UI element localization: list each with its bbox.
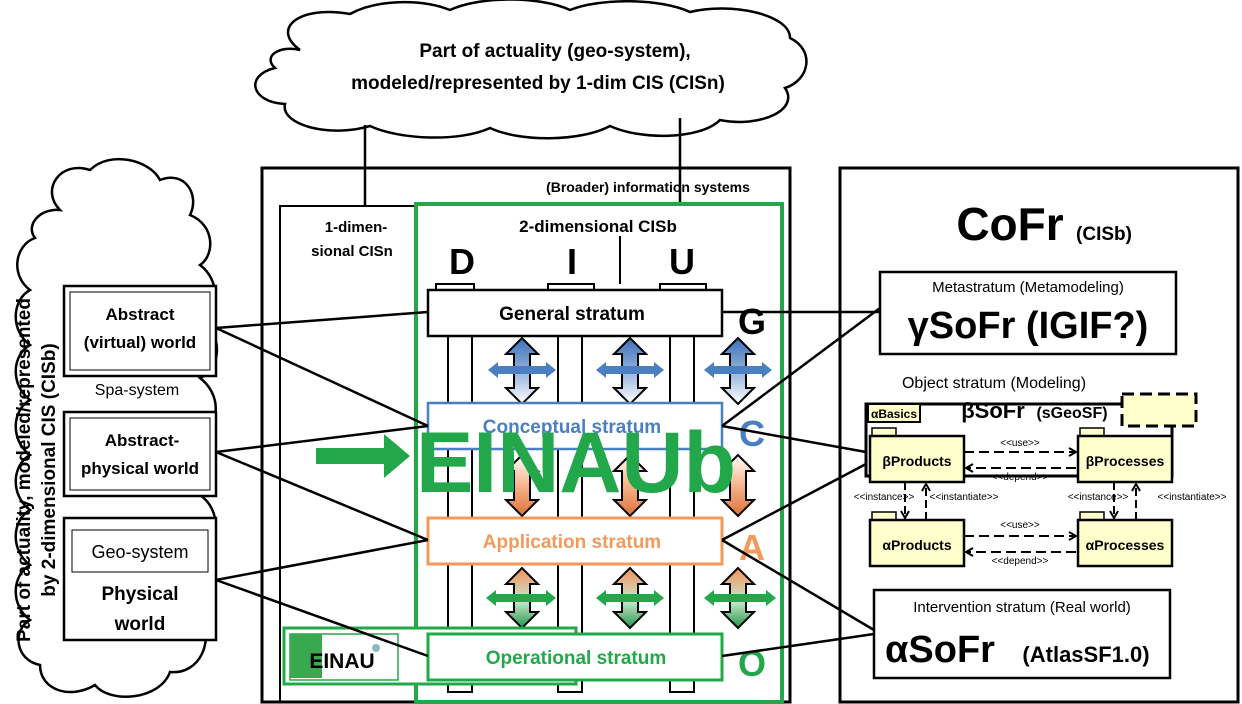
alpha-processes-label: αProcesses bbox=[1086, 537, 1165, 553]
col-u-label: U bbox=[669, 241, 695, 282]
abstract-physical-box: Abstract- physical world bbox=[62, 410, 218, 498]
top-cloud: Part of actuality (geo-system), modeled/… bbox=[254, 0, 808, 140]
depend-top-label: <<depend>> bbox=[992, 472, 1049, 483]
physical-world-box: Geo-system Physical world bbox=[62, 516, 218, 642]
letter-g: G bbox=[738, 301, 766, 342]
alpha-basics-tab bbox=[867, 403, 921, 423]
beta-sofr-label: βSoFr bbox=[961, 398, 1025, 423]
application-stratum-label: Application stratum bbox=[483, 532, 661, 553]
top-cloud-line1: Part of actuality (geo-system), bbox=[419, 41, 690, 62]
left-cloud-line1: Part of actuality, modeled/represented bbox=[14, 298, 35, 642]
cisn-line2: sional CISn bbox=[311, 243, 393, 260]
cisb-frame bbox=[414, 202, 784, 704]
instantiate-right-label: <<instantiate>> bbox=[1158, 492, 1227, 503]
alpha-basics-label: αBasics bbox=[871, 407, 917, 421]
cisb-label: 2-dimensional CISb bbox=[519, 217, 677, 236]
beta-processes-label: βProcesses bbox=[1086, 453, 1165, 469]
cofr-title: CoFr bbox=[956, 198, 1063, 250]
geo-system-label: Geo-system bbox=[91, 542, 188, 562]
gamma-sofr-label: γSoFr (IGIF?) bbox=[908, 305, 1149, 347]
alpha-sub-label: (AtlasSF1.0) bbox=[1022, 642, 1149, 667]
alpha-processes-package: αProcesses bbox=[1076, 511, 1174, 568]
general-stratum-label: General stratum bbox=[499, 304, 645, 325]
cisn-line1: 1-dimen- bbox=[325, 219, 388, 236]
conceptual-stratum-label: Conceptual stratum bbox=[483, 417, 661, 438]
broader-is-label: (Broader) information systems bbox=[546, 179, 750, 195]
object-stratum-label: Object stratum (Modeling) bbox=[902, 375, 1086, 392]
beta-products-label: βProducts bbox=[882, 453, 951, 469]
metastratum-box: Metastratum (Metamodeling) γSoFr (IGIF?) bbox=[878, 270, 1178, 356]
beta-products-package: βProducts bbox=[868, 427, 966, 484]
alpha-products-package: αProducts bbox=[868, 511, 966, 568]
instantiate-left-label: <<instantiate>> bbox=[930, 492, 999, 503]
cofr-subtitle: (CISb) bbox=[1076, 224, 1132, 245]
arrows-orange bbox=[503, 453, 757, 518]
abstract-world-line1: Abstract bbox=[106, 305, 175, 324]
use-bottom-label: <<use>> bbox=[1000, 520, 1040, 531]
top-cloud-line2: modeled/represented by 1-dim CIS (CISn) bbox=[351, 73, 725, 94]
operational-stratum-label: Operational stratum bbox=[486, 648, 667, 669]
physical-world-line1: Physical bbox=[101, 584, 178, 605]
instance-right-label: <<instance>> bbox=[1068, 492, 1129, 503]
depend-bottom-label: <<depend>> bbox=[992, 556, 1049, 567]
application-stratum: Application stratum bbox=[426, 516, 724, 566]
abstract-world-line2: (virtual) world bbox=[84, 333, 196, 352]
einau-thumbnail-dot bbox=[372, 644, 380, 652]
conceptual-stratum: Conceptual stratum bbox=[426, 401, 724, 451]
use-top-label: <<use>> bbox=[1000, 438, 1040, 449]
side-arrows-blue bbox=[488, 362, 772, 378]
col-d-label: D bbox=[449, 241, 475, 282]
beta-processes-package: βProcesses bbox=[1076, 427, 1174, 484]
letter-a: A bbox=[739, 527, 765, 568]
abstract-physical-line1: Abstract- bbox=[105, 431, 180, 450]
spa-system-label: Spa-system bbox=[95, 382, 179, 399]
side-arrows-green bbox=[486, 590, 776, 606]
beta-sub-label: (sGeoSF) bbox=[1036, 405, 1107, 422]
einaub-label: EINAUb bbox=[416, 415, 736, 511]
alpha-products-label: αProducts bbox=[882, 537, 951, 553]
intervention-label: Intervention stratum (Real world) bbox=[913, 599, 1131, 616]
physical-world-line2: world bbox=[114, 614, 166, 635]
intervention-box: Intervention stratum (Real world) αSoFr … bbox=[872, 588, 1172, 680]
abstract-world-box: Abstract (virtual) world bbox=[62, 284, 218, 378]
dashed-placeholder-box bbox=[1120, 392, 1198, 428]
einau-thumbnail bbox=[290, 634, 322, 678]
alpha-sofr-label: αSoFr bbox=[885, 629, 995, 671]
left-cloud-line2: by 2-dimensional CIS (CISb) bbox=[39, 343, 60, 596]
metastratum-label: Metastratum (Metamodeling) bbox=[932, 279, 1124, 296]
einau-label: EINAU bbox=[309, 650, 374, 673]
connector-lines bbox=[215, 306, 881, 658]
abstract-physical-line2: physical world bbox=[81, 459, 199, 478]
instance-left-label: <<instance>> bbox=[854, 492, 915, 503]
col-i-label: I bbox=[567, 241, 577, 282]
general-stratum: General stratum bbox=[426, 288, 724, 338]
einaub-arrow-icon bbox=[316, 434, 410, 478]
operational-stratum: Operational stratum bbox=[426, 632, 724, 682]
